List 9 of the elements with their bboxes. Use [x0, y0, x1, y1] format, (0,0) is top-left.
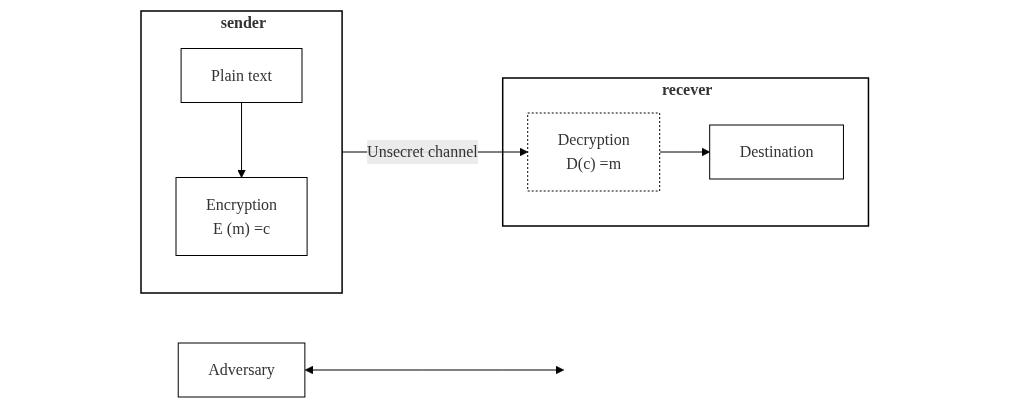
node-box: Encryption E (m) =c — [175, 177, 308, 256]
node-box: Adversary — [178, 342, 306, 398]
arrow — [659, 147, 711, 157]
arrow — [237, 102, 247, 178]
node-box: Destination — [709, 124, 845, 180]
node-box: Plain text — [180, 48, 303, 103]
arrow — [305, 365, 565, 375]
edge-label: Unsecret channel — [367, 143, 478, 160]
node-box: Decryption D(c) =m — [527, 112, 661, 192]
